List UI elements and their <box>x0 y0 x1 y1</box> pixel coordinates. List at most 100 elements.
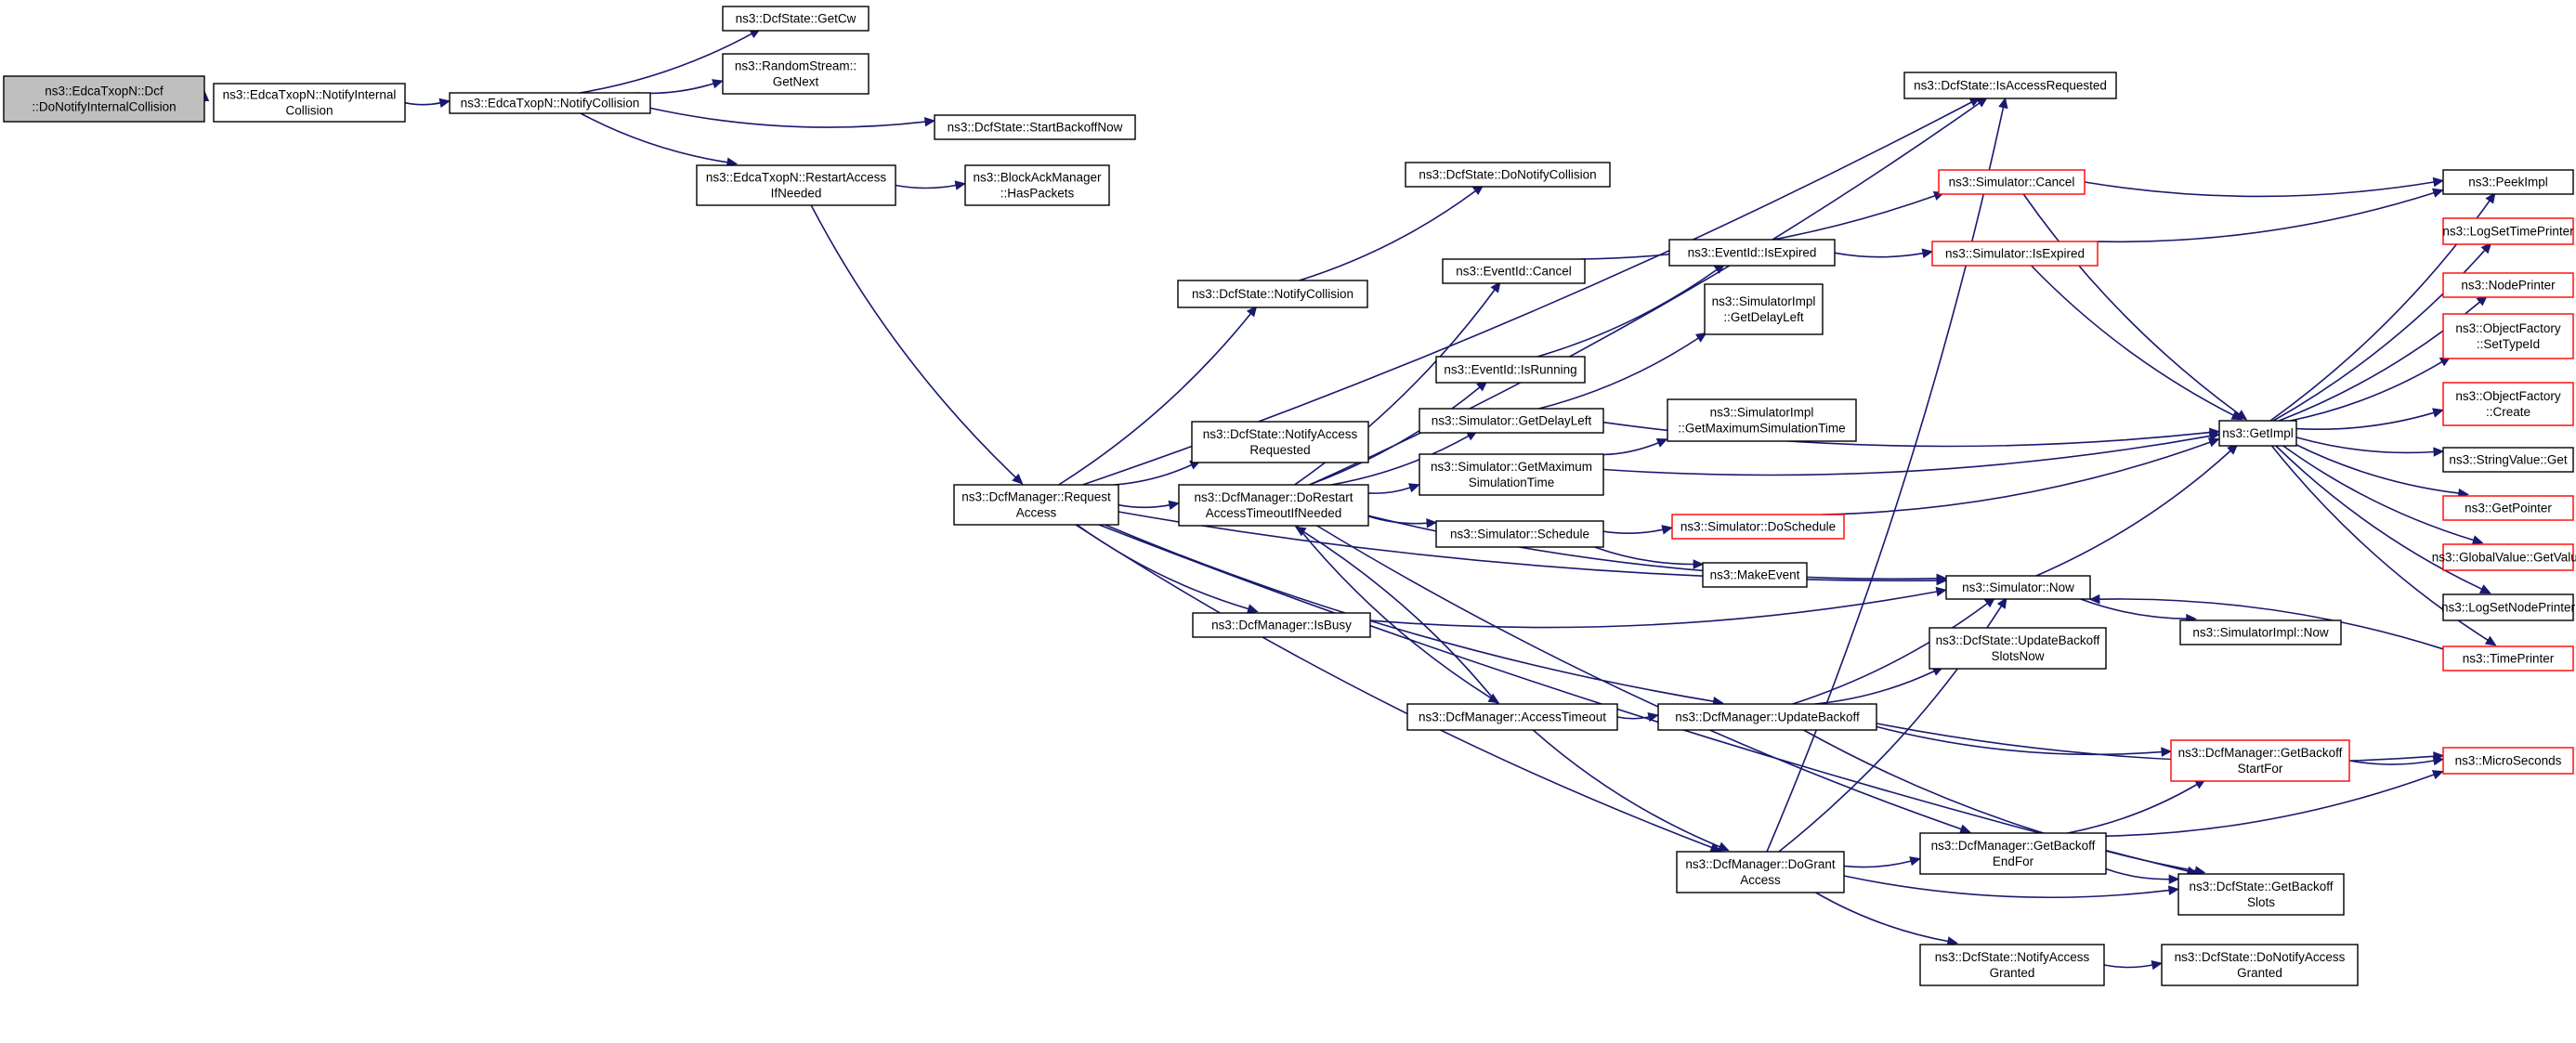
call-edge-line <box>2290 360 2443 422</box>
call-node[interactable]: ns3::RandomStream::GetNext <box>722 53 870 95</box>
call-node[interactable]: ns3::Simulator::Now <box>1945 575 2091 600</box>
call-node[interactable]: ns3::LogSetTimePrinter <box>2442 217 2574 245</box>
call-node[interactable]: ns3::EventId::IsExpired <box>1668 239 1836 267</box>
call-node[interactable]: ns3::GetImpl <box>2218 420 2297 447</box>
call-node[interactable]: ns3::Simulator::GetMaximumSimulationTime <box>1419 453 1604 496</box>
call-node[interactable]: ns3::EdcaTxopN::NotifyCollision <box>449 92 651 114</box>
call-node[interactable]: ns3::DcfState::GetCw <box>722 6 870 32</box>
call-node-label: ns3::DcfManager::AccessTimeout <box>1419 711 1606 724</box>
call-edge-line <box>1075 524 1712 849</box>
call-node-label: ns3::NodePrinter <box>2461 279 2556 293</box>
call-node[interactable]: ns3::BlockAckManager::HasPackets <box>964 164 1110 206</box>
call-edge <box>1369 586 1947 629</box>
call-node[interactable]: ns3::DcfManager::UpdateBackoff <box>1657 703 1877 731</box>
call-node-box <box>2442 169 2574 195</box>
call-node[interactable]: ns3::MicroSeconds <box>2442 747 2574 775</box>
call-node[interactable]: ns3::DcfState::StartBackoffNow <box>934 114 1136 140</box>
call-node[interactable]: ns3::EdcaTxopN::Dcf::DoNotifyInternalCol… <box>3 75 205 123</box>
call-node[interactable]: ns3::DcfManager::IsBusy <box>1192 612 1371 638</box>
call-node[interactable]: ns3::Simulator::Schedule <box>1435 520 1604 548</box>
call-node[interactable]: ns3::SimulatorImpl::Now <box>2179 619 2342 645</box>
call-node[interactable]: ns3::SimulatorImpl::GetDelayLeft <box>1704 283 1824 335</box>
call-node[interactable]: ns3::Simulator::GetDelayLeft <box>1419 408 1604 434</box>
call-node-label: ns3::DcfState::StartBackoffNow <box>948 121 1123 135</box>
call-node[interactable]: ns3::Simulator::Cancel <box>1938 169 2086 195</box>
call-node[interactable]: ns3::EventId::IsRunning <box>1435 356 1586 384</box>
call-node-label: IfNeeded <box>771 187 822 201</box>
arrowhead <box>1426 518 1438 528</box>
call-edge <box>2035 443 2239 577</box>
call-edge <box>1766 97 2008 853</box>
call-node[interactable]: ns3::EdcaTxopN::NotifyInternalCollision <box>213 83 406 123</box>
call-node[interactable]: ns3::DcfManager::DoRestartAccessTimeoutI… <box>1178 484 1369 527</box>
call-node[interactable]: ns3::DcfState::NotifyCollision <box>1177 280 1368 308</box>
call-edge-line <box>1602 528 1664 535</box>
call-edge <box>2031 265 2243 421</box>
call-node[interactable]: ns3::MakeEvent <box>1702 562 1808 588</box>
arrowhead <box>1012 473 1024 485</box>
call-node-label: ns3::Simulator::GetMaximum <box>1431 460 1592 474</box>
call-node-label: ::GetMaximumSimulationTime <box>1678 422 1845 436</box>
call-edge <box>2097 188 2444 243</box>
call-edge <box>2105 867 2180 884</box>
call-node-label: ns3::EventId::Cancel <box>1456 265 1572 279</box>
call-node[interactable]: ns3::EventId::Cancel <box>1442 258 1586 284</box>
call-node-label: ns3::DcfState::DoNotifyCollision <box>1419 168 1596 182</box>
call-node[interactable]: ns3::NodePrinter <box>2442 272 2574 298</box>
call-edge-line <box>1296 525 1492 699</box>
call-edge <box>2275 445 2491 594</box>
call-node-box <box>1903 72 2117 99</box>
arrowhead <box>1936 573 1948 584</box>
call-node[interactable]: ns3::PeekImpl <box>2442 169 2574 195</box>
call-node[interactable]: ns3::Simulator::DoSchedule <box>1671 514 1845 540</box>
call-edge <box>1309 97 1988 486</box>
call-edge <box>2348 755 2445 766</box>
call-edge <box>1602 431 2221 476</box>
call-node[interactable]: ns3::SimulatorImpl::GetMaximumSimulation… <box>1667 398 1857 442</box>
call-node-label: ns3::EventId::IsExpired <box>1688 246 1817 260</box>
call-node-box <box>1406 703 1618 731</box>
call-node[interactable]: ns3::DcfState::IsAccessRequested <box>1903 72 2117 99</box>
call-node-label: ns3::StringValue::Get <box>2449 453 2568 467</box>
call-node-box <box>1704 283 1824 335</box>
call-node[interactable]: ns3::Simulator::IsExpired <box>1931 241 2099 267</box>
call-node[interactable]: ns3::LogSetNodePrinter <box>2441 593 2576 621</box>
arrowhead <box>1246 604 1259 614</box>
call-node[interactable]: ns3::GetPointer <box>2442 495 2574 521</box>
call-node-label: SlotsNow <box>1991 649 2044 663</box>
arrowhead <box>2432 408 2444 418</box>
call-node-label: ns3::DcfManager::IsBusy <box>1211 619 1352 632</box>
call-node-label: ns3::GetImpl <box>2222 426 2294 440</box>
call-node[interactable]: ns3::GlobalValue::GetValue <box>2432 543 2576 571</box>
call-node[interactable]: ns3::ObjectFactory::Create <box>2442 382 2574 426</box>
call-node[interactable]: ns3::TimePrinter <box>2442 645 2574 671</box>
call-node-label: ::SetTypeId <box>2477 337 2540 351</box>
call-node[interactable]: ns3::DcfState::DoNotifyCollision <box>1405 162 1611 188</box>
call-node-box <box>1931 241 2099 267</box>
arrowhead <box>1694 332 1707 343</box>
call-node[interactable]: ns3::DcfManager::AccessTimeout <box>1406 703 1618 731</box>
call-node-box <box>1178 484 1369 527</box>
call-node[interactable]: ns3::StringValue::Get <box>2442 447 2574 473</box>
call-edge-line <box>1536 268 1718 358</box>
call-node-box <box>2442 382 2574 426</box>
call-node-label: ns3::ObjectFactory <box>2455 389 2561 403</box>
call-edge <box>1118 500 1181 511</box>
call-node-box <box>1657 703 1877 731</box>
call-edge-line <box>1309 102 1981 486</box>
call-node-label: ns3::LogSetTimePrinter <box>2442 225 2574 239</box>
call-node[interactable]: ns3::ObjectFactory::SetTypeId <box>2442 313 2574 359</box>
call-node-box <box>2177 873 2345 916</box>
call-edge <box>1076 524 1259 614</box>
call-edge <box>1367 483 1420 494</box>
